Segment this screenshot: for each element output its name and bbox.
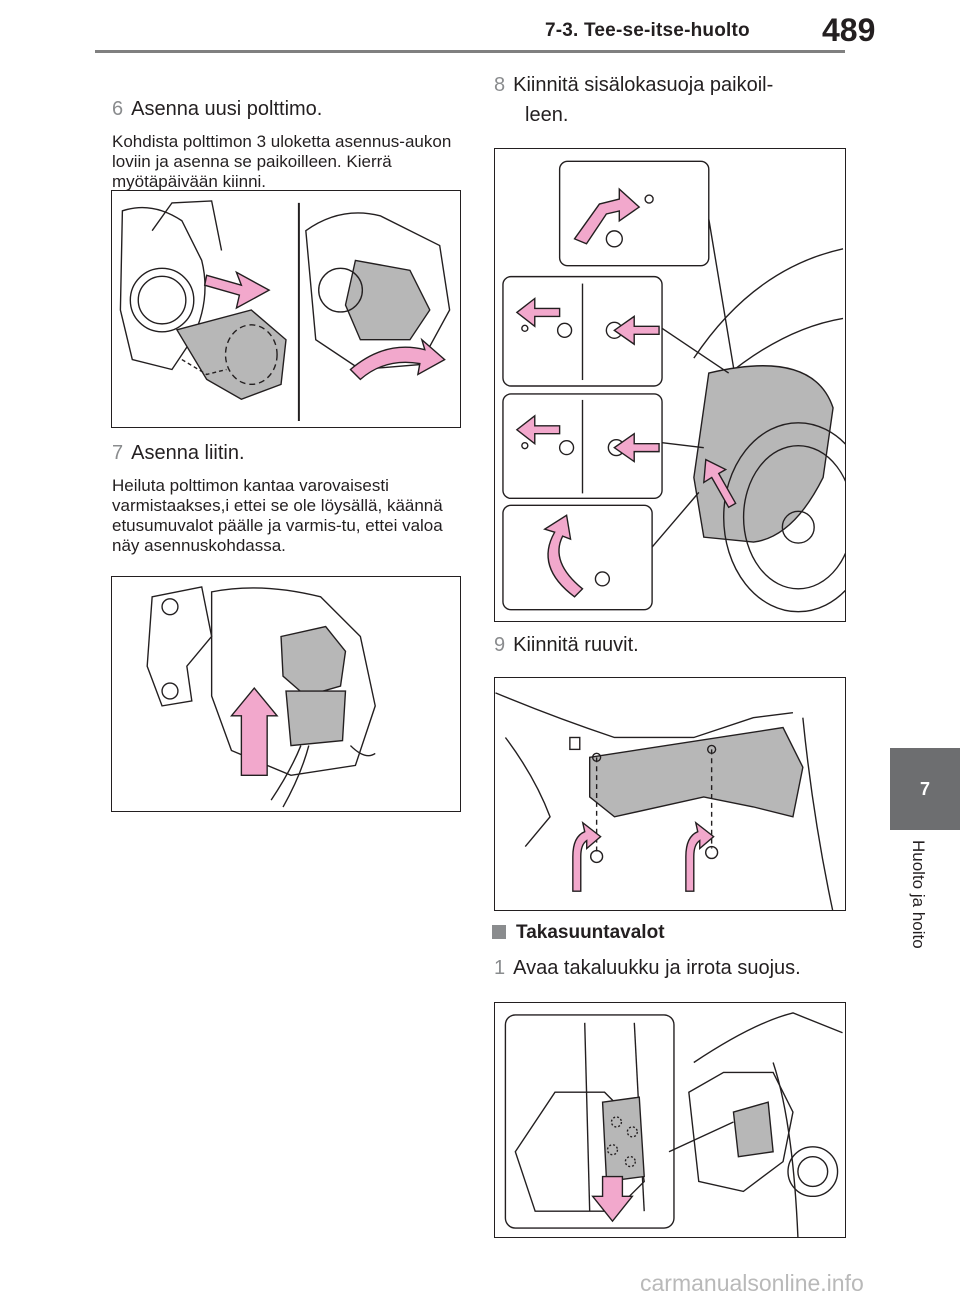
step-7-body: Heiluta polttimon kantaa varovaisesti va… xyxy=(112,476,443,555)
connector-install-drawing xyxy=(146,586,376,808)
watermark: carmanualsonline.info xyxy=(640,1270,864,1296)
step-number: 6 xyxy=(112,98,124,120)
step-number: 9 xyxy=(494,634,506,656)
page-header: 7-3. Tee-se-itse-huolto 489 xyxy=(0,0,960,60)
header-rule xyxy=(95,50,845,53)
section-heading: Takasuuntavalot xyxy=(492,922,665,944)
fender-liner-drawing xyxy=(502,160,845,613)
connector-install-illustration xyxy=(111,576,461,812)
section-title: 7-3. Tee-se-itse-huolto xyxy=(545,20,750,41)
chapter-label: Huolto ja hoito xyxy=(909,840,928,949)
tailgate-cover-drawing xyxy=(504,1012,843,1237)
step-number: 8 xyxy=(494,74,506,96)
tailgate-cover-illustration xyxy=(494,1002,846,1238)
step-number: 1 xyxy=(494,957,506,979)
screws-illustration xyxy=(494,677,846,911)
square-bullet-icon xyxy=(492,925,506,939)
step-6-body: Kohdista polttimon 3 uloketta asennus-au… xyxy=(112,132,452,191)
step-8-title-cont: leen. xyxy=(525,104,569,126)
bulb-install-illustration xyxy=(111,190,461,428)
fender-liner-illustration xyxy=(494,148,846,622)
bulb-install-drawing xyxy=(119,200,451,422)
screws-drawing xyxy=(495,692,834,910)
page-number: 489 xyxy=(822,12,876,48)
chapter-tab: 7 xyxy=(890,748,960,830)
step-number: 7 xyxy=(112,442,124,464)
